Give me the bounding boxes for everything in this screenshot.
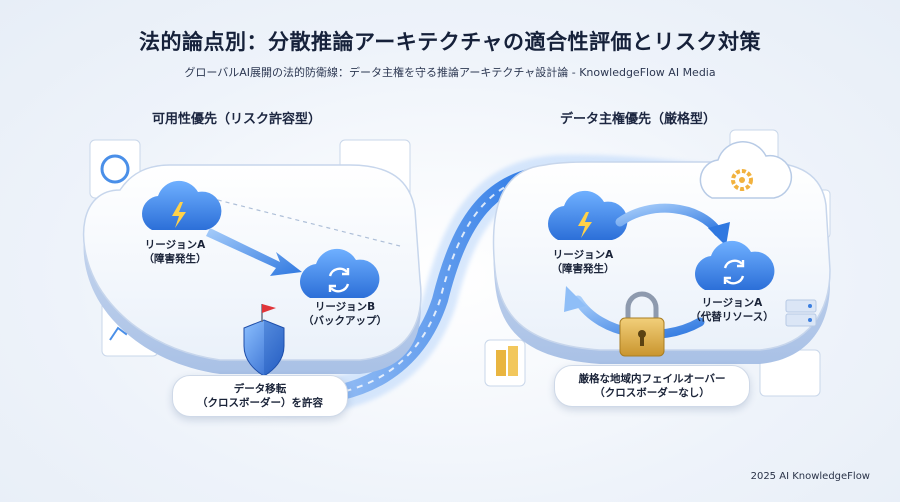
right-region-a-label: リージョンA （障害発生）: [551, 249, 615, 275]
left-region-a-label: リージョンA （障害発生）: [143, 239, 207, 265]
regional-failover-label: 厳格な地域内フェイルオーバー （クロスボーダーなし）: [554, 365, 750, 407]
lightning-cloud-icon: [142, 180, 222, 230]
right-panel-heading: データ主権優先（厳格型）: [560, 112, 717, 127]
gear-cloud-icon: [699, 141, 793, 199]
lightning-cloud-icon-right: [548, 190, 628, 240]
left-region-b-label: リージョンB （バックアップ）: [303, 301, 387, 327]
footer-credit: 2025 AI KnowledgeFlow: [750, 471, 870, 482]
left-panel-heading: 可用性優先（リスク許容型）: [152, 112, 322, 127]
sync-cloud-icon-right: [695, 240, 775, 290]
flag-icon: [261, 304, 276, 322]
data-transfer-label: データ移転 （クロスボーダー）を許容: [172, 375, 348, 417]
failover-arrow-left: [206, 228, 302, 276]
page-title: 法的論点別：分散推論アーキテクチャの適合性評価とリスク対策: [138, 30, 762, 54]
sync-cloud-icon: [300, 248, 380, 298]
page-subtitle: グローバルAI展開の法的防衛線：データ主権を守る推論アーキテクチャ設計論 - K…: [184, 66, 716, 79]
padlock-icon: [619, 291, 665, 357]
right-region-a-alt-label: リージョンA （代替リソース）: [690, 297, 774, 323]
server-rack-icon: [785, 299, 817, 327]
data-blocks-icon: [496, 346, 518, 376]
